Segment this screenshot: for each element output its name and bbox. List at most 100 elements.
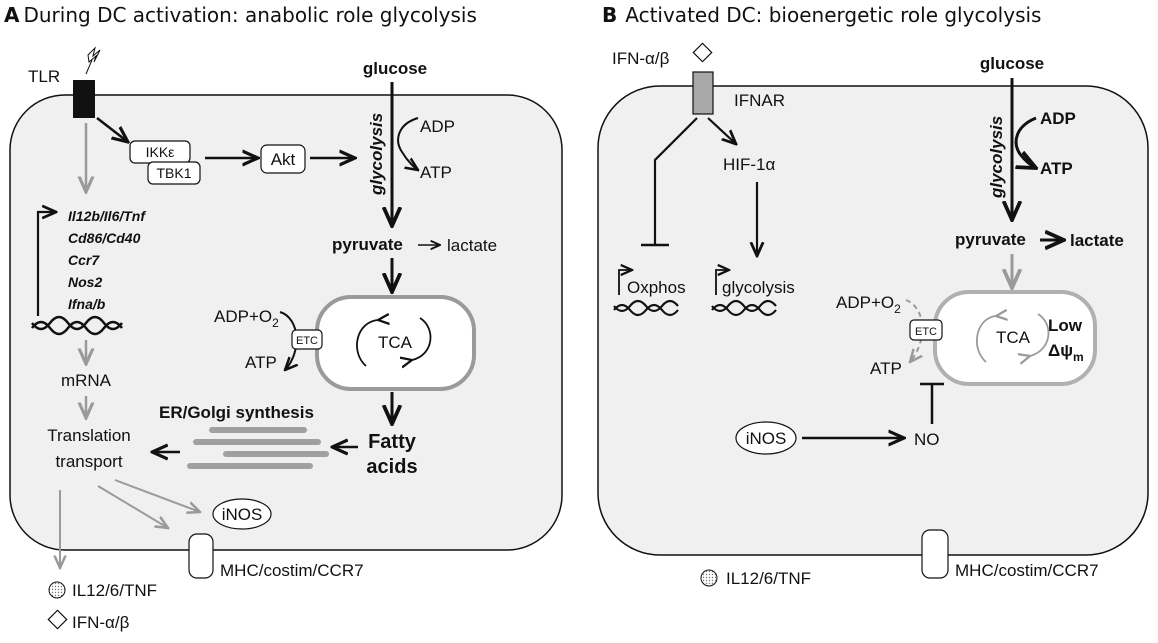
low-label: Low	[1048, 316, 1083, 335]
adp-label-a: ADP	[420, 117, 455, 136]
lactate-label-a: lactate	[447, 236, 497, 255]
tca-cycle-arc-2-b	[1030, 313, 1050, 356]
adp-o2-sub-b: 2	[894, 302, 901, 316]
inhibition-ifnar-oxphos	[653, 117, 698, 245]
translation-label: Translation	[47, 426, 130, 445]
dna-icon-a	[31, 315, 123, 336]
adp-label-b: ADP	[1040, 109, 1076, 128]
tca-label-a: TCA	[378, 333, 413, 352]
adp-atp-arc-b	[1014, 116, 1036, 168]
mrna-label: mRNA	[61, 371, 112, 390]
ligand-stroke	[85, 59, 93, 75]
etc-label-a: ETC	[296, 335, 318, 347]
ifnar-label: IFNAR	[734, 91, 785, 110]
mhc-receptor-a	[188, 533, 214, 579]
arrow-tlr-ikke	[96, 117, 128, 142]
il-label-b: IL12/6/TNF	[726, 569, 811, 588]
gene-5: Ifna/b	[68, 296, 106, 312]
inos-label-b: iNOS	[746, 429, 787, 448]
delta-psi-text: Δψ	[1048, 341, 1073, 360]
ifn-label-a: IFN-α/β	[72, 613, 130, 632]
adp-o2-text-b: ADP+O	[836, 293, 894, 312]
glycolysis-label-b: glycolysis	[987, 116, 1006, 199]
acids-label: acids	[366, 456, 417, 478]
inos-ellipse-b	[735, 421, 797, 455]
dna-icon-glycolysis	[711, 299, 777, 317]
promoter-arrow-oxphos	[618, 270, 632, 295]
cell-a	[9, 94, 563, 551]
psi-sub: m	[1073, 350, 1084, 364]
glucose-label-a: glucose	[363, 59, 427, 78]
arrow-to-mhc-a	[97, 485, 168, 528]
inos-ellipse-a	[212, 498, 272, 530]
tbk1-label: TBK1	[156, 165, 191, 181]
atp-label-a: ATP	[420, 163, 452, 182]
fatty-label: Fatty	[368, 431, 417, 453]
tca-label-b: TCA	[996, 328, 1031, 347]
atp2-label-b: ATP	[870, 359, 902, 378]
ifnar-receptor	[692, 71, 714, 115]
gene-2: Cd86/Cd40	[68, 230, 141, 246]
lightning-icon	[87, 46, 101, 63]
transport-label: transport	[55, 452, 122, 471]
glycolysis-label-a: glycolysis	[367, 113, 386, 196]
lactate-label-b: lactate	[1070, 231, 1124, 250]
oxphos-label: Oxphos	[627, 278, 686, 297]
pyruvate-label-a: pyruvate	[332, 235, 403, 254]
adp-o2-text-a: ADP+O	[214, 307, 272, 326]
panel-a-letter: A	[4, 3, 20, 27]
panel-b-title-text: Activated DC: bioenergetic role glycolys…	[625, 3, 1041, 27]
gene-1: Il12b/Il6/Tnf	[68, 208, 146, 224]
pyruvate-label-b: pyruvate	[955, 230, 1026, 249]
etc-box-b	[909, 319, 943, 341]
arrow-to-inos-a	[114, 479, 200, 512]
dna-icon-oxphos	[613, 299, 679, 317]
akt-label: Akt	[271, 150, 296, 169]
tca-cycle-arc-2-a	[412, 317, 432, 360]
glycolysis-gene-label: glycolysis	[722, 278, 795, 297]
mhc-receptor-b	[921, 529, 949, 579]
panel-b-letter: B	[602, 3, 617, 27]
adp-atp-arc-a	[397, 117, 418, 170]
etc-label-b: ETC	[915, 326, 937, 338]
inos-label-a: iNOS	[222, 505, 263, 524]
gene-list: Il12b/Il6/Tnf Cd86/Cd40 Ccr7 Nos2 Ifna/b	[68, 208, 146, 312]
delta-psi-label: Δψm	[1048, 341, 1084, 364]
gene-4: Nos2	[68, 274, 102, 290]
akt-box	[260, 144, 306, 174]
ifn-label-b: IFN-α/β	[612, 49, 670, 68]
mhc-label-b: MHC/costim/CCR7	[955, 561, 1099, 580]
tbk1-box	[147, 161, 201, 185]
gene-3: Ccr7	[68, 252, 100, 268]
promoter-arrow-glycolysis	[715, 270, 729, 295]
cytokine-circle-icon-a	[48, 581, 66, 599]
tlr-label: TLR	[28, 67, 60, 86]
adp-o2-label-b: ADP+O2	[836, 293, 901, 316]
panel-b: B Activated DC: bioenergetic role glycoly…	[597, 3, 1149, 588]
panel-b-title: B Activated DC: bioenergetic role glycoly…	[602, 3, 1041, 27]
mhc-label-a: MHC/costim/CCR7	[220, 561, 364, 580]
ikke-label: IKKε	[146, 144, 175, 160]
ifn-diamond-icon-b	[692, 42, 713, 63]
atp-label-b: ATP	[1040, 159, 1073, 178]
il-label-a: IL12/6/TNF	[72, 581, 157, 600]
promoter-arrow-a	[36, 212, 56, 316]
etc-box-a	[291, 329, 323, 350]
er-golgi-stacks	[187, 427, 329, 469]
no-label: NO	[914, 430, 940, 449]
ifn-diamond-icon-a	[47, 609, 68, 630]
arrow-ifnar-hif	[707, 117, 736, 144]
hif-label: HIF-1α	[723, 155, 776, 174]
adp-o2-sub-a: 2	[272, 316, 279, 330]
glucose-label-b: glucose	[980, 54, 1044, 73]
adp-o2-label-a: ADP+O2	[214, 307, 279, 330]
panel-a-title-text: During DC activation: anabolic role glyc…	[23, 3, 476, 27]
tca-cycle-arc-1-a	[356, 320, 378, 367]
atp2-label-a: ATP	[245, 353, 277, 372]
tca-cycle-arc-1-b	[976, 316, 996, 363]
tlr-receptor	[73, 80, 95, 118]
cytokine-circle-icon-b	[700, 569, 718, 587]
